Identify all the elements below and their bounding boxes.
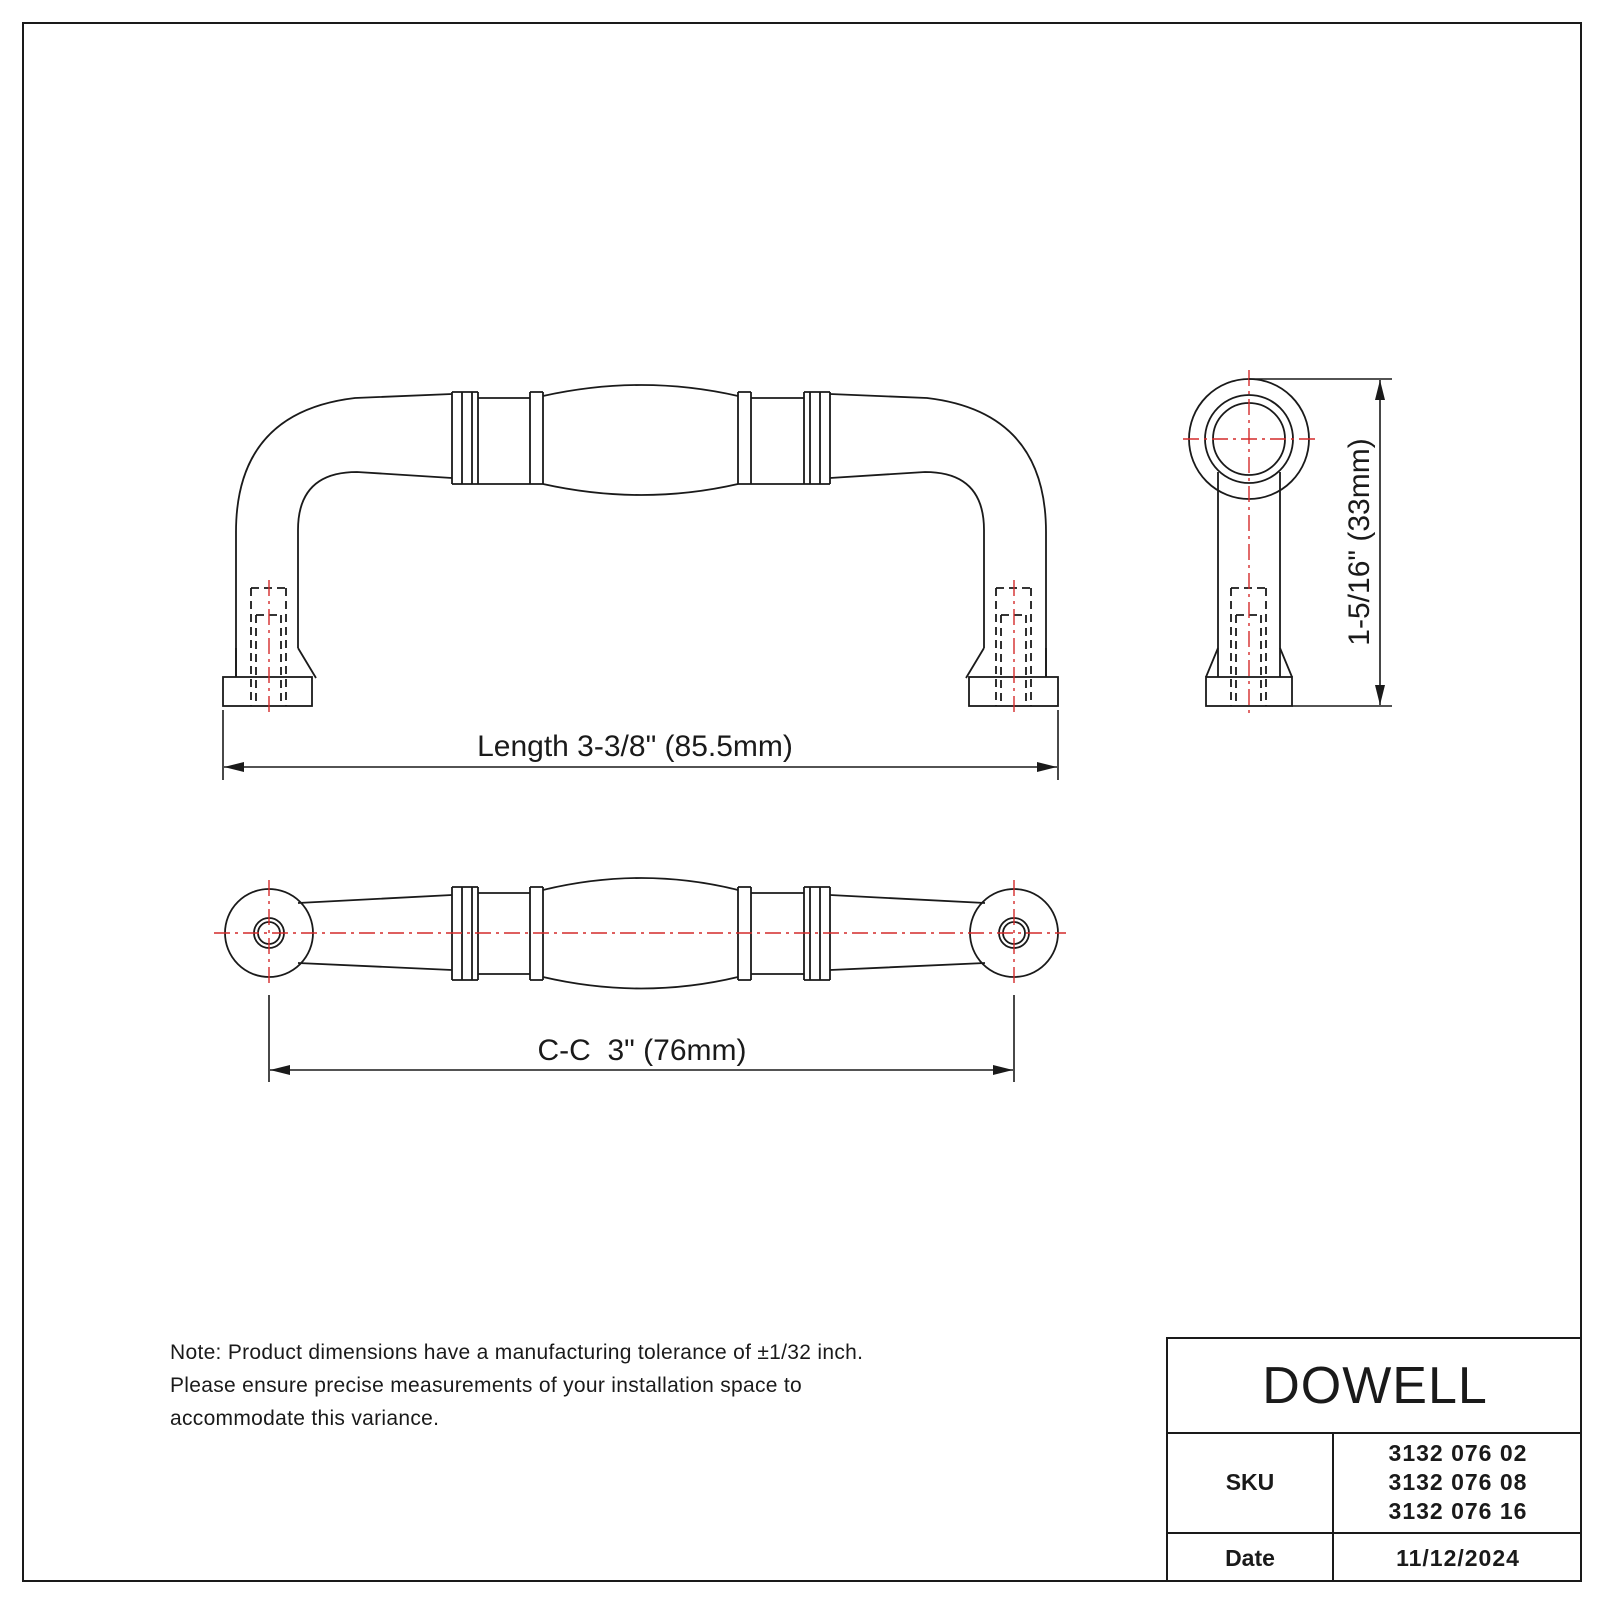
- side-view-centerlines: [1183, 370, 1315, 713]
- date-label: Date: [1168, 1534, 1334, 1582]
- front-view-left-rings: [451, 391, 479, 485]
- length-dimension: [222, 710, 1059, 780]
- center-to-center-dimension: [268, 995, 1015, 1082]
- brand-logo: DOWELL: [1262, 1356, 1488, 1415]
- center-to-center-dimension-label: C-C 3" (76mm): [538, 1034, 747, 1067]
- top-view: [214, 877, 1066, 990]
- height-dimension-label: 1-5/16" (33mm): [1343, 438, 1376, 645]
- front-view-outer-arch: [235, 393, 1047, 677]
- note-line: accommodate this variance.: [170, 1407, 440, 1430]
- front-view-barrel: [542, 384, 739, 496]
- note-line: Please ensure precise measurements of yo…: [170, 1374, 803, 1397]
- note-line: Note: Product dimensions have a manufact…: [170, 1341, 864, 1364]
- sku-row: SKU 3132 076 02 3132 076 08 3132 076 16: [1168, 1432, 1582, 1534]
- front-view-left-foot: [222, 676, 313, 707]
- front-view-right-leg: [965, 647, 1047, 679]
- side-view-foot: [1205, 676, 1293, 707]
- date-row: Date 11/12/2024: [1168, 1534, 1582, 1582]
- top-view-barrel: [542, 877, 739, 990]
- front-view-inner-arch: [297, 471, 985, 648]
- tolerance-note: Note: Product dimensions have a manufact…: [170, 1336, 1050, 1435]
- sku-value: 3132 076 02: [1388, 1439, 1528, 1466]
- sku-value: 3132 076 16: [1388, 1497, 1528, 1524]
- front-view: [222, 384, 1059, 712]
- title-block: DOWELL SKU 3132 076 02 3132 076 08 3132 …: [1166, 1337, 1582, 1582]
- sku-values: 3132 076 02 3132 076 08 3132 076 16: [1334, 1432, 1582, 1532]
- top-view-centerlines: [214, 880, 1066, 985]
- date-value: 11/12/2024: [1396, 1544, 1520, 1571]
- sku-value: 3132 076 08: [1388, 1468, 1528, 1495]
- sku-label: SKU: [1168, 1432, 1334, 1532]
- length-dimension-label: Length 3-3/8" (85.5mm): [477, 730, 793, 763]
- sheet-border: [22, 22, 1582, 1582]
- logo-cell: DOWELL: [1168, 1339, 1582, 1434]
- front-view-left-leg: [235, 647, 317, 679]
- height-dimension: [1249, 378, 1392, 707]
- front-view-right-rings: [803, 391, 831, 485]
- side-view: [1183, 370, 1315, 713]
- front-view-centerlines: [268, 580, 1015, 712]
